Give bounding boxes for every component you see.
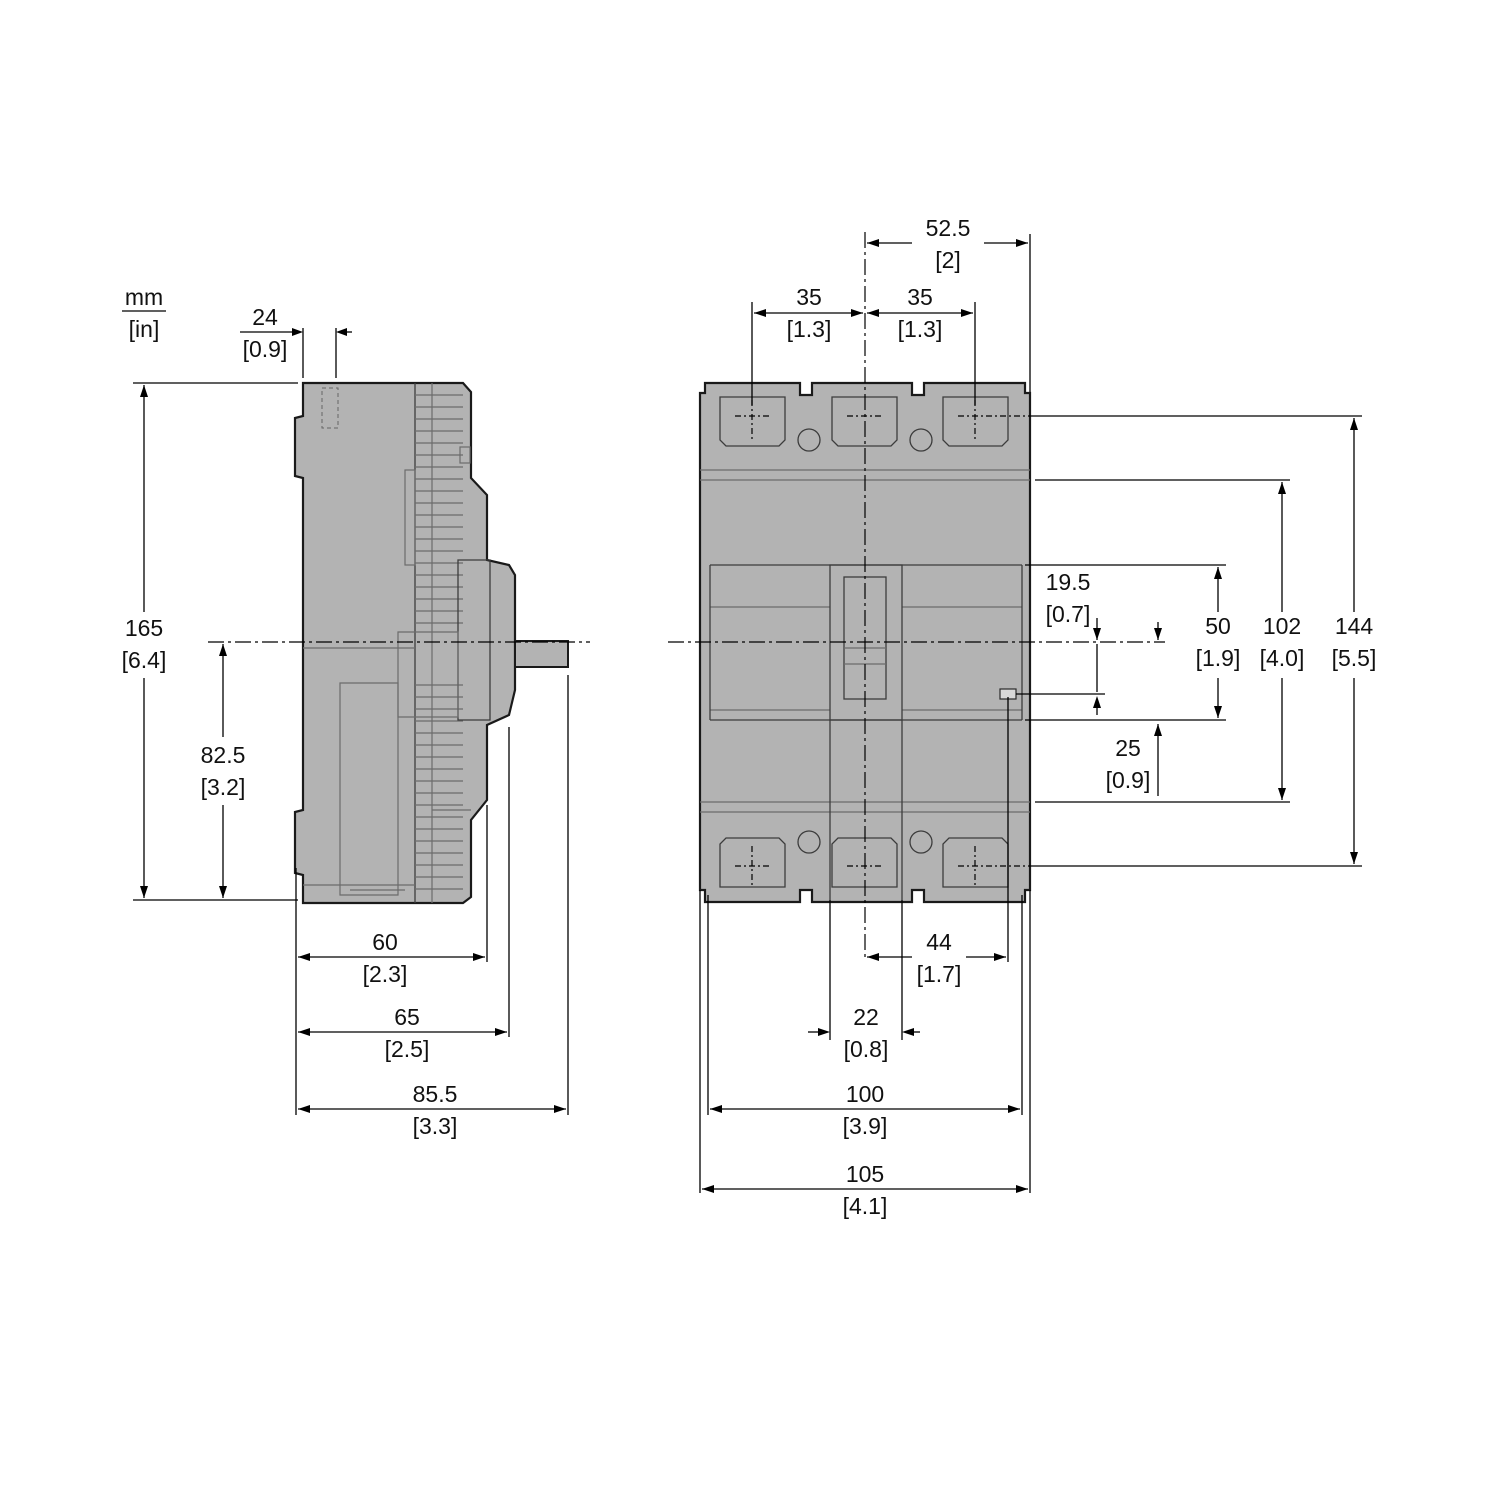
dim-52-5-mm: 52.5: [926, 215, 971, 241]
side-view: [293, 381, 569, 905]
dim-35-left-in: [1.3]: [787, 316, 832, 342]
dim-60-in: [2.3]: [363, 961, 408, 987]
dim-102-in: [4.0]: [1260, 645, 1305, 671]
dim-22-in: [0.8]: [844, 1036, 889, 1062]
dim-144-mm: 144: [1335, 613, 1374, 639]
dim-19-5-in: [0.7]: [1046, 601, 1091, 627]
side-view-body: [293, 381, 517, 905]
dim-35-right-in: [1.3]: [898, 316, 943, 342]
dim-24-in: [0.9]: [243, 336, 288, 362]
dim-50-mm: 50: [1205, 613, 1231, 639]
dim-105-mm: 105: [846, 1161, 884, 1187]
dim-24-mm: 24: [252, 304, 278, 330]
dim-85-5-mm: 85.5: [413, 1081, 458, 1107]
side-view-dimensions: 24 [0.9] 165 [6.4] 82.5 [3.2] 60 [2.3]: [122, 304, 590, 1139]
dim-44-mm: 44: [926, 929, 952, 955]
dim-82-5-mm: 82.5: [201, 742, 246, 768]
dim-102-mm: 102: [1263, 613, 1301, 639]
dim-35-left-mm: 35: [796, 284, 822, 310]
dim-65-mm: 65: [394, 1004, 420, 1030]
dim-165-mm: 165: [125, 615, 163, 641]
units-in: [in]: [129, 316, 160, 342]
side-view-details: [303, 383, 491, 903]
dim-50-in: [1.9]: [1196, 645, 1241, 671]
dim-22-mm: 22: [853, 1004, 879, 1030]
units-mm: mm: [125, 284, 163, 310]
dim-65-in: [2.5]: [385, 1036, 430, 1062]
dim-19-5-mm: 19.5: [1046, 569, 1091, 595]
dim-100-in: [3.9]: [843, 1113, 888, 1139]
dim-85-5-in: [3.3]: [413, 1113, 458, 1139]
dim-165-in: [6.4]: [122, 647, 167, 673]
dim-25-mm: 25: [1115, 735, 1141, 761]
dim-105-in: [4.1]: [843, 1193, 888, 1219]
units-legend: mm [in]: [122, 284, 166, 342]
front-view-dimensions: 52.5 [2] 35 [1.3] 35 [1.3] 144 [5.5]: [668, 215, 1376, 1219]
dim-144-in: [5.5]: [1332, 645, 1377, 671]
dim-60-mm: 60: [372, 929, 398, 955]
side-view-handle: [514, 640, 569, 668]
dim-25-in: [0.9]: [1106, 767, 1151, 793]
dim-44-in: [1.7]: [917, 961, 962, 987]
dim-100-mm: 100: [846, 1081, 884, 1107]
dim-82-5-in: [3.2]: [201, 774, 246, 800]
dim-35-right-mm: 35: [907, 284, 933, 310]
dim-52-5-in: [2]: [935, 247, 961, 273]
